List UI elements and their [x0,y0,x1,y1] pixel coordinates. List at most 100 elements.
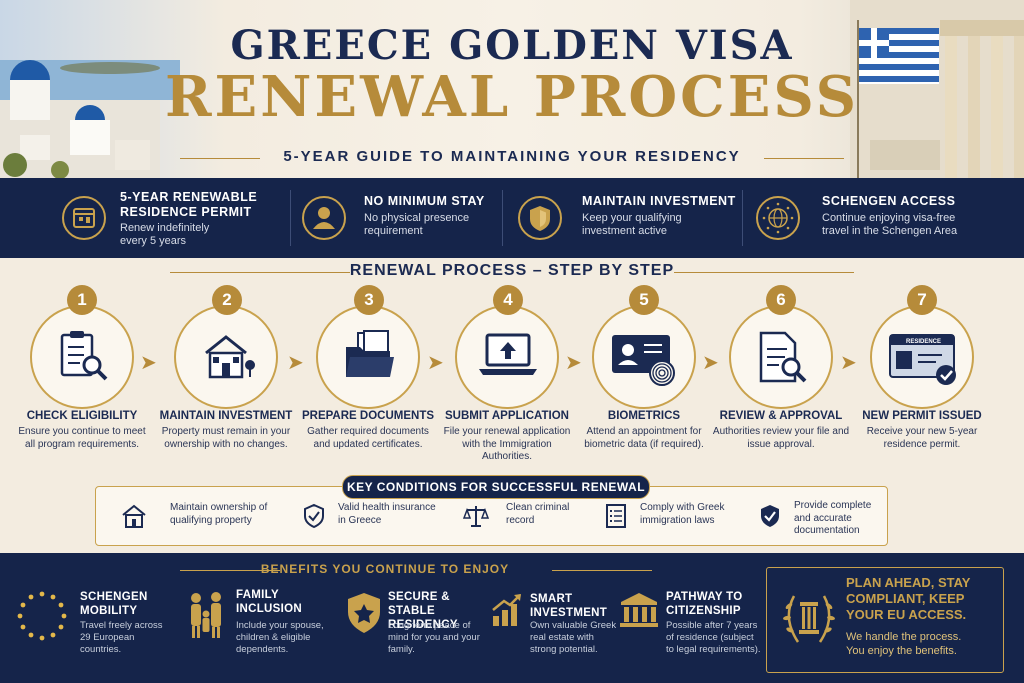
feature-divider [290,190,291,246]
page-title-line2: RENEWAL PROCESS [164,64,860,130]
benefit-desc: Possible after 7 years of residence (sub… [666,620,761,655]
step-circle [455,305,559,409]
eu-stars-icon [17,591,67,641]
step-label: BIOMETRICS [607,410,681,422]
step-label: REVIEW & APPROVAL [719,410,843,422]
step-label: CHECK ELIGIBILITY [26,410,138,422]
step-circle [30,305,134,409]
hero-banner: GREECE GOLDEN VISA RENEWAL PROCESS 5-YEA… [0,0,1024,178]
scales-icon [462,506,490,527]
plan-headline: PLAN AHEAD, STAY COMPLIANT, KEEP YOUR EU… [846,575,971,622]
feature-divider [742,190,743,246]
condition-text: Clean criminal record [506,502,570,526]
family-icon [191,592,221,638]
step-label: SUBMIT APPLICATION [445,410,569,422]
benefit-desc: Long-term peace of mind for you and your… [388,620,480,655]
step-number: 4 [493,285,523,315]
shield-icon [518,196,562,240]
page-title-line1: GREECE GOLDEN VISA [230,22,794,69]
santorini-illustration [0,60,180,178]
step-desc: Attend an appointment for biometric data… [584,426,704,450]
step-desc: Receive your new 5-year residence permit… [866,426,978,450]
step-number: 2 [212,285,242,315]
plan-ahead-box [766,567,1004,673]
arrow-right-icon: ➤ [287,352,304,374]
feature-item: SCHENGEN ACCESS Continue enjoying visa-f… [756,186,1006,250]
steps-divider-left [170,272,350,273]
document-search-icon [759,331,807,383]
condition-text: Provide complete and accurate documentat… [794,500,872,536]
globe-stars-icon [756,196,800,240]
step-circle [729,305,833,409]
arrow-right-icon: ➤ [140,352,157,374]
step-label: MAINTAIN INVESTMENT [159,410,293,422]
feature-item: NO MINIMUM STAY No physical presence req… [302,186,522,250]
page-subtitle: 5-YEAR GUIDE TO MAINTAINING YOUR RESIDEN… [283,148,741,165]
feature-item: 5-YEAR RENEWABLE RESIDENCE PERMIT Renew … [62,186,282,250]
step-number: 6 [766,285,796,315]
step-desc: File your renewal application with the I… [443,426,571,462]
step-label: NEW PERMIT ISSUED [862,410,982,422]
benefits-title: BENEFITS YOU CONTINUE TO ENJOY [260,562,510,576]
step-number: 3 [354,285,384,315]
step-desc: Authorities review your file and issue a… [712,426,850,450]
shield-check-icon [304,503,324,529]
arrow-right-icon: ➤ [702,352,719,374]
calendar-icon [62,196,106,240]
checklist-icon [606,504,626,528]
steps-divider-right [674,272,854,273]
folder-icon [346,330,394,377]
clipboard-search-icon [60,331,108,381]
benefit-title: SCHENGEN MOBILITY [80,591,148,617]
feature-title: MAINTAIN INVESTMENT [582,194,736,208]
feature-desc: No physical presence requirement [364,212,470,237]
house-icon [205,335,255,379]
arrow-right-icon: ➤ [565,352,582,374]
benefit-title: FAMILY INCLUSION [236,589,302,615]
laptop-upload-icon [479,333,537,375]
step-desc: Ensure you continue to meet all program … [18,426,146,450]
condition-text: Maintain ownership of qualifying propert… [170,502,268,526]
step-circle [316,305,420,409]
step-label: PREPARE DOCUMENTS [301,410,435,422]
residence-card-text: RESIDENCE [906,339,941,345]
step-number: 5 [629,285,659,315]
benefit-desc: Include your spouse, children & eligible… [236,620,324,655]
feature-desc: Renew indefinitely every 5 years [120,222,210,247]
feature-desc: Continue enjoying visa-free travel in th… [822,212,958,237]
growth-chart-icon [492,594,521,626]
benefit-title: PATHWAY TO CITIZENSHIP [666,591,743,617]
benefits-divider-left [180,570,280,571]
plan-line1: We handle the process. [846,631,962,643]
plan-line2: You enjoy the benefits. [846,645,957,657]
step-circle [592,305,696,409]
feature-divider [502,190,503,246]
acropolis-flag-illustration [850,0,1024,178]
step-circle: RESIDENCE [870,305,974,409]
benefit-title: SECURE & STABLE RESIDENCY [388,591,458,631]
step-number: 7 [907,285,937,315]
arrow-right-icon: ➤ [427,352,444,374]
key-conditions-title: KEY CONDITIONS FOR SUCCESSFUL RENEWAL [342,475,650,499]
steps-title: RENEWAL PROCESS – STEP BY STEP [349,262,675,279]
step-desc: Property must remain in your ownership w… [161,426,291,450]
step-desc: Gather required documents and updated ce… [307,426,429,450]
house-outline-icon [122,504,146,528]
arrow-right-icon: ➤ [840,352,857,374]
badge-check-icon [761,505,779,527]
benefits-divider-right [552,570,652,571]
condition-text: Valid health insurance in Greece [338,502,436,526]
fingerprint-card-icon [612,335,675,386]
benefit-desc: Travel freely across 29 European countri… [80,620,163,655]
benefit-desc: Own valuable Greek real estate with stro… [530,620,617,655]
laurel-column-icon [783,595,835,643]
feature-bar [0,178,1024,258]
subtitle-divider-right [764,158,844,159]
benefit-title: SMART INVESTMENT [530,593,608,619]
feature-item: MAINTAIN INVESTMENT Keep your qualifying… [518,186,738,250]
condition-text: Comply with Greek immigration laws [640,502,725,526]
residence-card-icon: RESIDENCE [889,334,956,385]
feature-desc: Keep your qualifying investment active [582,212,682,237]
feature-title: 5-YEAR RENEWABLE RESIDENCE PERMIT [120,190,258,219]
step-number: 1 [67,285,97,315]
